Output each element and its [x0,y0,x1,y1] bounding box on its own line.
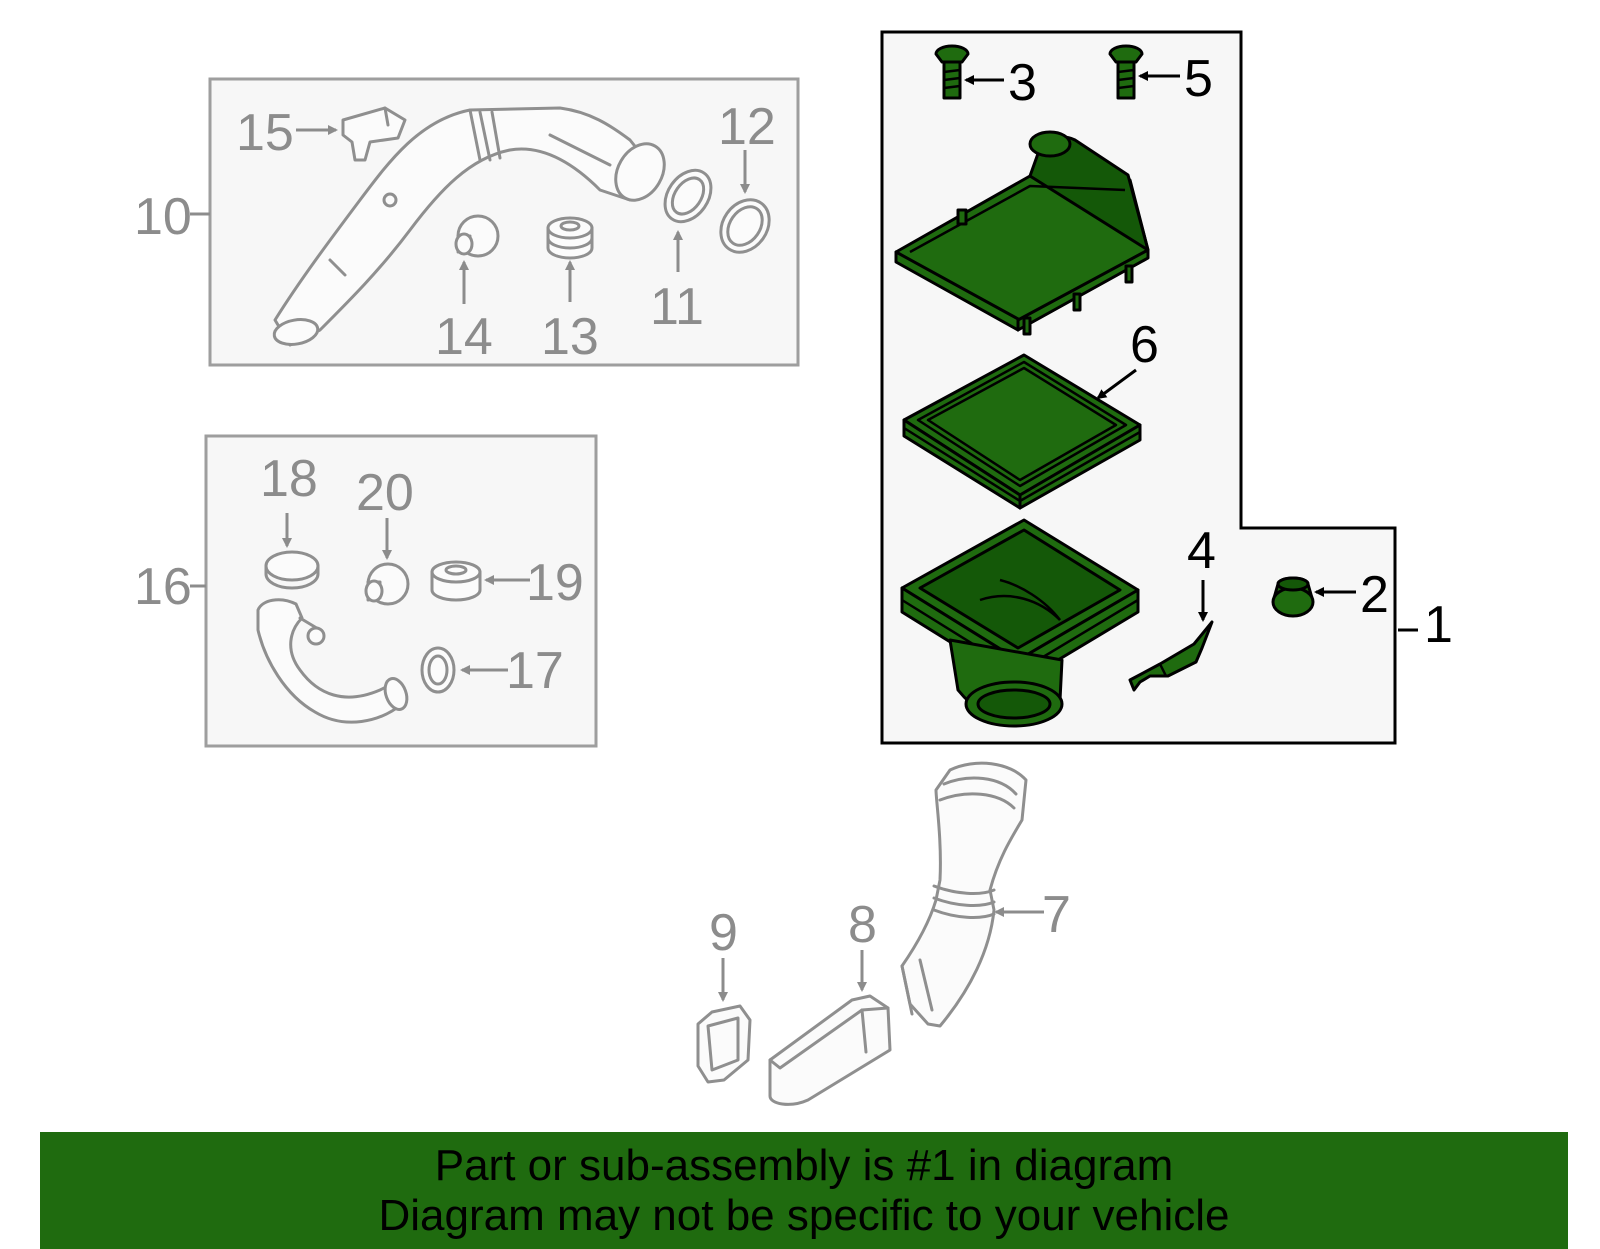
callout-9: 9 [709,904,738,962]
clamp-part-18 [264,550,320,590]
bolt-part-5 [1108,44,1144,100]
clamp-part-12 [719,198,771,254]
callout-12: 12 [718,98,776,156]
callout-13: 13 [541,308,599,366]
callout-8: 8 [848,896,877,954]
disclaimer-line-2: Diagram may not be specific to your vehi… [378,1191,1230,1240]
callout-11: 11 [650,278,704,336]
air-guide-part-8 [768,994,892,1106]
callout-3: 3 [1008,54,1037,112]
callout-7: 7 [1042,886,1071,944]
disclaimer-line-1: Part or sub-assembly is #1 in diagram [434,1141,1174,1190]
callout-17: 17 [506,642,564,700]
callout-6: 6 [1130,316,1159,374]
callout-4: 4 [1187,522,1216,580]
clamp-part-11 [663,168,713,224]
bracket-part-4 [1128,620,1214,692]
air-filter-part-6 [902,353,1142,510]
sensor-part-15 [341,106,407,162]
grommet-part-20 [364,562,410,606]
bracket-part-9 [696,1004,752,1084]
intake-duct-part-7 [900,761,1028,1028]
callout-15: 15 [236,104,294,162]
grommet-part-2 [1271,576,1315,618]
hose-part-16 [256,598,409,724]
callout-5: 5 [1184,50,1213,108]
disclaimer-banner: Part or sub-assembly is #1 in diagram Di… [40,1132,1568,1249]
bushing-part-19 [430,560,482,602]
intake-tube-part-10 [272,106,666,347]
seal-part-17 [420,646,456,694]
grommet-part-14 [454,214,500,258]
callout-20: 20 [356,464,414,522]
callout-1: 1 [1424,596,1453,654]
callout-14: 14 [435,308,493,366]
lower-housing [900,518,1140,728]
callout-2: 2 [1360,566,1389,624]
bolt-part-3 [934,44,970,100]
callout-10: 10 [134,188,192,246]
callout-16: 16 [134,558,192,616]
callout-19: 19 [526,554,584,612]
bushing-part-13 [546,216,594,260]
upper-housing-cover [894,130,1150,336]
callout-18: 18 [260,450,318,508]
